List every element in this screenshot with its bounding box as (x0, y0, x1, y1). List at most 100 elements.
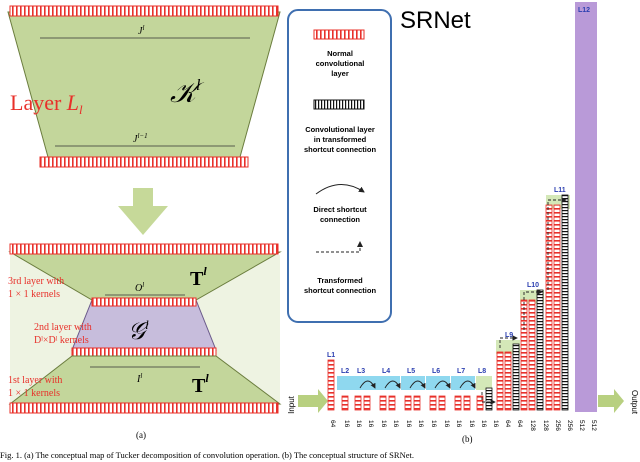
layer-label-l7: L7 (457, 368, 465, 375)
o-dim-label: Ol (135, 281, 144, 294)
layer-column (553, 204, 561, 411)
channel-label: 16 (430, 420, 437, 428)
group-l6 (426, 376, 450, 390)
group-l2 (337, 376, 355, 390)
bottom-dim-label: Jl−1 (133, 132, 148, 145)
layer-column (528, 299, 536, 411)
layer-label-l4: L4 (382, 368, 390, 375)
layer-label-l9: L9 (505, 332, 513, 339)
layer-column (485, 387, 493, 411)
tensor-top-symbol: Tl (190, 264, 207, 290)
channel-label: 16 (443, 420, 450, 428)
core-bottom-bar (71, 347, 217, 357)
layer-column (379, 395, 387, 411)
input-arrow (298, 389, 328, 413)
legend-transformed-arrow (316, 241, 363, 253)
layer-label-l8: L8 (478, 368, 486, 375)
legend-direct-arrow (315, 184, 365, 195)
layer-column (512, 343, 520, 411)
layer-column (438, 395, 446, 411)
channel-label: 16 (380, 420, 387, 428)
channel-label: 16 (417, 420, 424, 428)
channel-label: 16 (343, 420, 350, 428)
channel-label: 512 (578, 420, 585, 431)
tensor-bottom-symbol: Tl (192, 371, 209, 397)
layer-column (388, 395, 396, 411)
input-label: Input (287, 395, 296, 414)
layer-column (561, 194, 569, 411)
layer-column (363, 395, 371, 411)
legend-box (287, 9, 392, 323)
layer-label-l1: L1 (327, 352, 335, 359)
channel-label: 128 (529, 420, 536, 431)
layer-label-l6: L6 (432, 368, 440, 375)
panel-b-caption: (b) (462, 434, 473, 444)
layer-column (496, 351, 504, 411)
channel-label: 64 (329, 420, 336, 428)
channel-label: 16 (492, 420, 499, 428)
shortcut-arc (384, 380, 401, 389)
layer-label-l5: L5 (407, 368, 415, 375)
srnet-title: SRNet (400, 7, 471, 34)
output-label: Output (630, 390, 639, 415)
layer1-bottom-bar (9, 402, 279, 414)
channel-label: 512 (590, 420, 597, 431)
layer-column (404, 395, 412, 411)
top-output-bar (39, 156, 249, 168)
channel-label: 16 (367, 420, 374, 428)
layer-column (536, 289, 544, 411)
layer-column (476, 395, 484, 411)
down-arrow (118, 188, 168, 235)
channel-label: 256 (554, 420, 561, 431)
core-top-bar (91, 297, 197, 307)
layer-column (413, 395, 421, 411)
layer-column (520, 299, 528, 411)
channel-label: 16 (468, 420, 475, 428)
core-symbol: 𝒢l (128, 317, 149, 345)
channel-label: 256 (566, 420, 573, 431)
legend-transformed-conv-swatch (313, 99, 365, 110)
layer-column (454, 395, 462, 411)
channel-label: 16 (405, 420, 412, 428)
layer-column (463, 395, 471, 411)
layer-label-l11: L11 (554, 187, 566, 194)
layer-column (341, 395, 349, 411)
layer-label-l3: L3 (357, 368, 365, 375)
panel-a-caption: (a) (136, 430, 146, 440)
channel-label: 128 (542, 420, 549, 431)
layer3-top-bar (9, 243, 279, 255)
top-dim-label: Jl (138, 24, 144, 37)
shortcut-arc (434, 380, 451, 389)
group-l12 (575, 2, 597, 412)
layer-column (354, 395, 362, 411)
top-input-bar (9, 5, 279, 17)
channel-label: 16 (455, 420, 462, 428)
i-dim-label: Il (136, 372, 142, 385)
group-l7 (451, 376, 475, 390)
channel-label: 64 (516, 420, 523, 428)
channel-label: 16 (480, 420, 487, 428)
figure-caption: Fig. 1. (a) The conceptual map of Tucker… (0, 450, 414, 460)
layer-column (504, 351, 512, 411)
layer-column (327, 359, 335, 411)
layer-label-l10: L10 (527, 282, 539, 289)
layer1-trapezoid (8, 355, 282, 405)
layer-label-l2: L2 (341, 368, 349, 375)
layer-column (545, 204, 553, 411)
group-l5 (401, 376, 425, 390)
channel-label: 16 (355, 420, 362, 428)
direct-shortcuts (359, 380, 476, 389)
shortcut-arc (459, 380, 476, 389)
legend-normal-swatch (313, 29, 365, 40)
output-arrow (598, 389, 624, 413)
